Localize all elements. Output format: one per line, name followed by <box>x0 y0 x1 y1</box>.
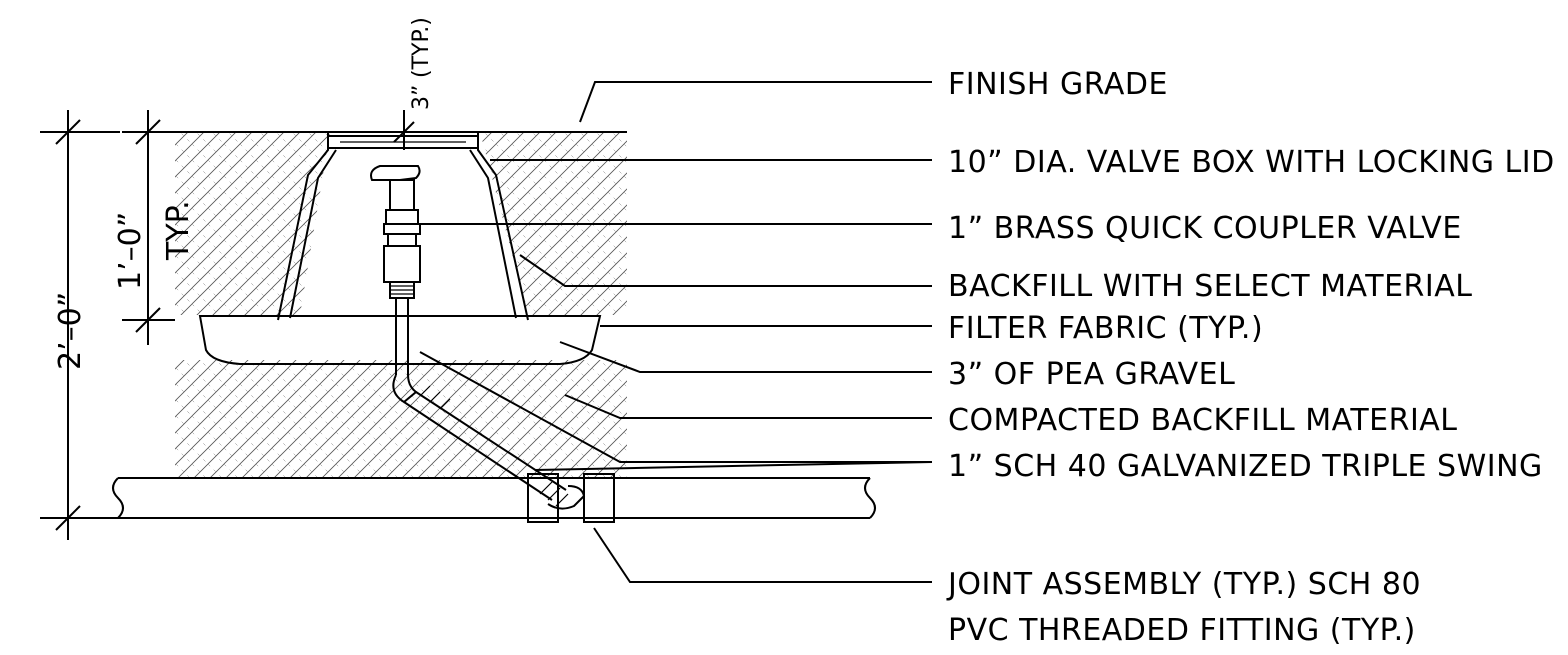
soil-hatch <box>175 132 627 478</box>
lateral-pipe <box>112 473 876 523</box>
dimension-overall <box>40 110 120 540</box>
box-depth-dimension: 1’–0” <box>113 212 148 290</box>
callout-valve-box: 10” DIA. VALVE BOX WITH LOCKING LID <box>948 145 1555 180</box>
overall-depth-dimension: 2’–0” <box>53 292 88 370</box>
quick-coupler-valve <box>370 165 421 375</box>
leader-lines <box>404 81 933 583</box>
lid-clearance-dimension: 3” <box>409 85 434 110</box>
callout-joint-assembly-line1: JOINT ASSEMBLY (TYP.) SCH 80 <box>946 567 1421 602</box>
callout-joint-assembly-line2: PVC THREADED FITTING (TYP.) <box>948 613 1416 648</box>
callout-triple-swing: 1” SCH 40 GALVANIZED TRIPLE SWING <box>948 449 1543 484</box>
dimension-box <box>122 110 175 345</box>
callout-pea-gravel: 3” OF PEA GRAVEL <box>948 357 1235 392</box>
box-depth-typ-note: TYP. <box>161 200 196 261</box>
pea-gravel-layer <box>198 315 602 365</box>
callout-backfill-select: BACKFILL WITH SELECT MATERIAL <box>948 269 1472 304</box>
callout-finish-grade: FINISH GRADE <box>948 67 1168 102</box>
callout-compacted-backfill: COMPACTED BACKFILL MATERIAL <box>948 403 1458 438</box>
lid-clearance-typ-note: (TYP.) <box>409 17 434 78</box>
callout-filter-fabric: FILTER FABRIC (TYP.) <box>948 311 1263 346</box>
dimension-lid <box>393 110 415 150</box>
callout-coupler-valve: 1” BRASS QUICK COUPLER VALVE <box>948 211 1462 246</box>
